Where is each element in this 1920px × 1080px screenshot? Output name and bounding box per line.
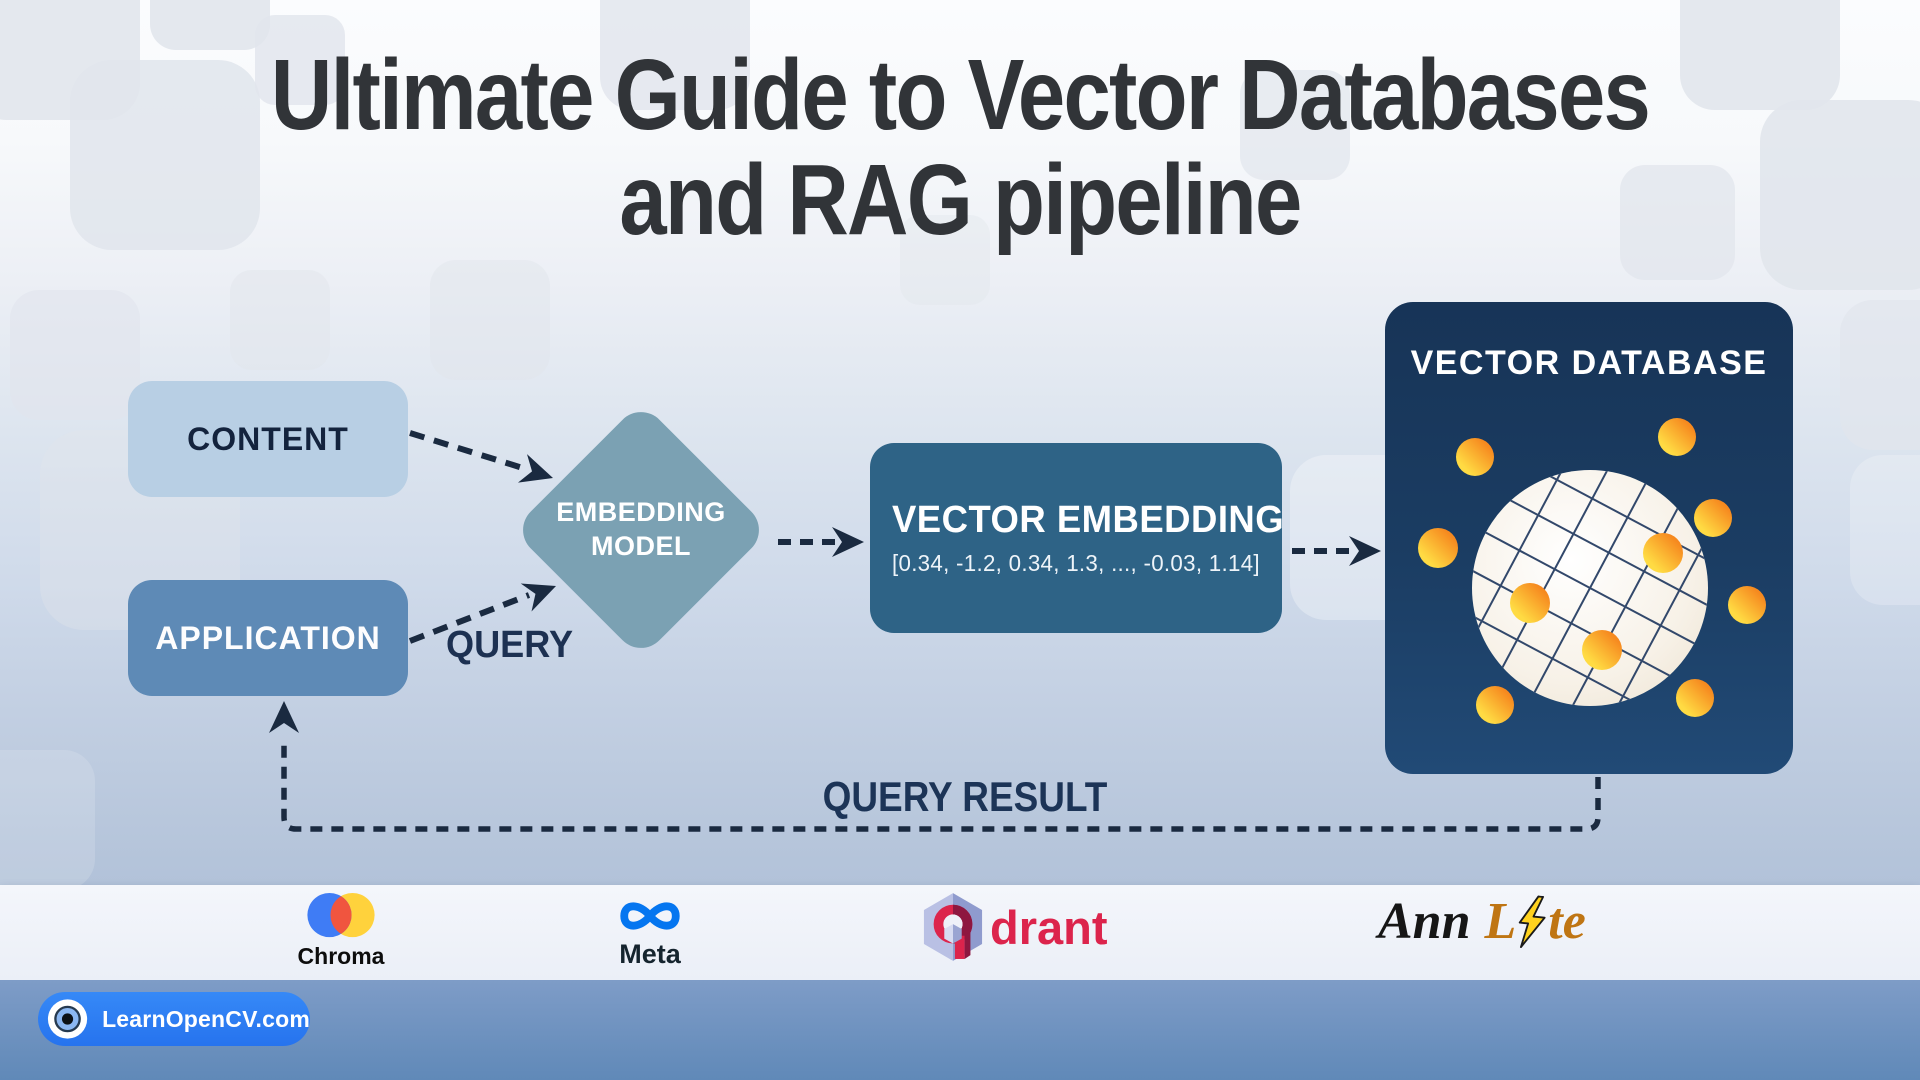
page-title-line1: Ultimate Guide to Vector Databases: [270, 39, 1651, 151]
content-label: CONTENT: [187, 420, 349, 457]
embedding-model-label: EMBEDDING MODEL: [556, 497, 726, 561]
background-tile: [1680, 0, 1840, 110]
vector-database-title: VECTOR DATABASE: [1410, 344, 1768, 382]
footer-band: [0, 980, 1920, 1080]
vector-point: [1418, 528, 1458, 568]
chroma-icon: [307, 892, 375, 938]
qdrant-cube-icon: [923, 893, 983, 961]
vector-embedding-node: VECTOR EMBEDDING [0.34, -1.2, 0.34, 1.3,…: [870, 443, 1285, 633]
eye-icon: [47, 999, 88, 1039]
query-edge-label: QUERY: [446, 624, 574, 666]
query-result-edge-label: QUERY RESULT: [822, 773, 1108, 820]
content-node: CONTENT: [128, 381, 408, 497]
background-tile: [255, 15, 345, 105]
learnopencv-label: LearnOpenCV.com: [102, 1005, 310, 1032]
vector-point: [1728, 586, 1766, 624]
background-tile: [430, 260, 550, 380]
learnopencv-badge: LearnOpenCV.com: [38, 992, 310, 1046]
application-node: APPLICATION: [128, 580, 408, 696]
vector-point: [1456, 438, 1494, 476]
vector-embedding-title: VECTOR EMBEDDING: [892, 499, 1285, 541]
meta-infinity-icon: [620, 902, 680, 930]
background-tile: [1850, 455, 1920, 605]
background-tile: [150, 0, 270, 50]
vector-embedding-values: [0.34, -1.2, 0.34, 1.3, ..., -0.03, 1.14…: [892, 550, 1260, 576]
qdrant-logo: drant: [922, 890, 1108, 964]
lightning-bolt-icon: [1519, 894, 1546, 948]
vector-point: [1694, 499, 1732, 537]
background-tile: [230, 270, 330, 370]
vector-space-sphere: [1472, 470, 1708, 706]
chroma-label: Chroma: [297, 943, 385, 969]
vector-point: [1476, 686, 1514, 724]
page-title-line2: and RAG pipeline: [619, 144, 1302, 256]
vector-point: [1582, 630, 1622, 670]
qdrant-label: drant: [990, 900, 1108, 954]
annlite-te-text: te: [1548, 893, 1586, 950]
background-tile: [1620, 165, 1735, 280]
application-label: APPLICATION: [155, 619, 381, 656]
background-tile: [1760, 100, 1920, 290]
vector-point: [1643, 533, 1683, 573]
background-tile: [1840, 300, 1920, 450]
vector-point: [1676, 679, 1714, 717]
background-tile: [1240, 70, 1350, 180]
vector-point: [1510, 583, 1550, 623]
background-tile: [10, 290, 140, 420]
annlite-ann-text: Ann: [1378, 893, 1471, 950]
background-tile: [0, 0, 140, 120]
annlite-logo: Ann L te: [1378, 892, 1586, 951]
meta-label: Meta: [619, 939, 681, 969]
background-tile: [900, 215, 990, 305]
chroma-logo: Chroma: [298, 892, 384, 970]
annlite-l-text: L: [1484, 893, 1517, 950]
vector-point: [1658, 418, 1696, 456]
meta-logo: Meta: [612, 893, 688, 970]
background-tile: [0, 750, 95, 890]
background-tile: [600, 0, 750, 110]
